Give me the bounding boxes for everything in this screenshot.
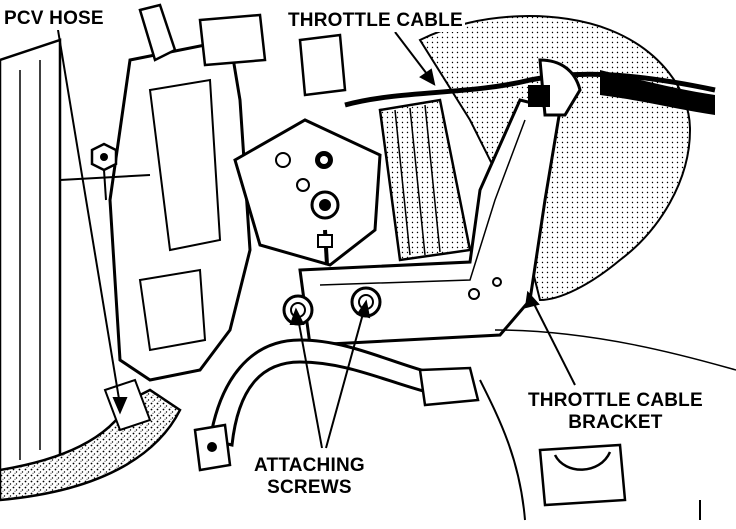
throttle-lever (233, 118, 382, 267)
engine-block (0, 38, 62, 492)
mounting-nut (90, 142, 118, 172)
label-screws-line-2: SCREWS (267, 476, 352, 498)
label-bracket-line-1: THROTTLE CABLE (528, 390, 703, 411)
throttle-cable (344, 71, 716, 108)
throttle-body-housing (378, 98, 472, 262)
air-cleaner-shadow (418, 15, 692, 302)
label-throttle-cable: THROTTLE CABLE (286, 10, 465, 32)
label-throttle-cable-bracket: THROTTLE CABLE BRACKET (526, 390, 705, 434)
choke-linkage (138, 3, 347, 97)
label-attaching-screws: ATTACHING SCREWS (252, 455, 367, 499)
lower-fitting (538, 443, 627, 507)
carburetor-body (108, 38, 252, 382)
leader-lines (57, 29, 576, 449)
label-pcv-hose: PCV HOSE (2, 8, 106, 30)
label-bracket-line-2: BRACKET (568, 411, 663, 433)
label-screws-line-1: ATTACHING (254, 455, 365, 476)
